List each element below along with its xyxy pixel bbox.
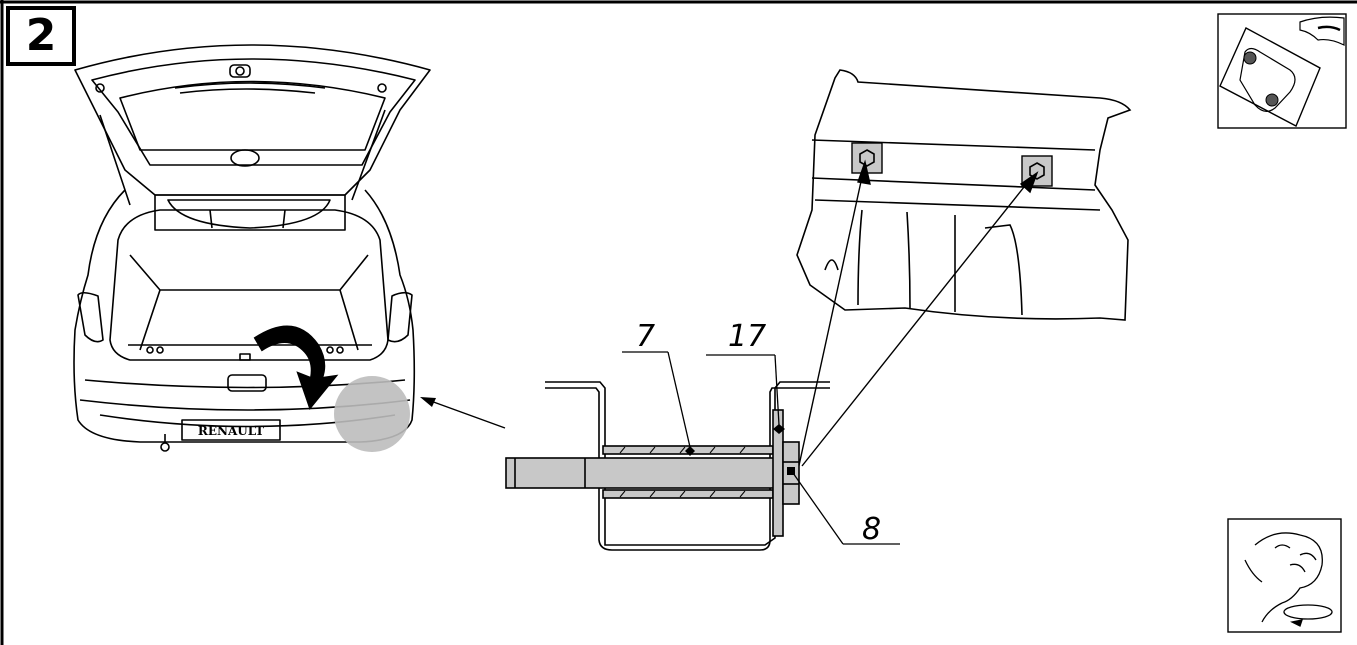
car-rear-illustration (73, 44, 431, 452)
pointer-arrow (420, 397, 506, 429)
alignment-lines (797, 159, 1039, 471)
car-orientation-icon (1217, 13, 1347, 129)
callout-8: 8 (862, 512, 882, 547)
callout-leaders (622, 351, 900, 545)
bolt-shaft (505, 457, 783, 489)
callout-17: 17 (728, 319, 767, 354)
license-plate-text: RENAULT (198, 424, 264, 438)
hand-tighten-icon (1227, 518, 1342, 633)
callout-7: 7 (636, 319, 656, 354)
bracket-cross-section (505, 381, 830, 551)
step-number: 2 (6, 6, 76, 66)
lift-arrow-icon (253, 325, 339, 411)
bumper-interior-illustration (796, 69, 1132, 321)
tow-point-highlight (334, 376, 410, 452)
